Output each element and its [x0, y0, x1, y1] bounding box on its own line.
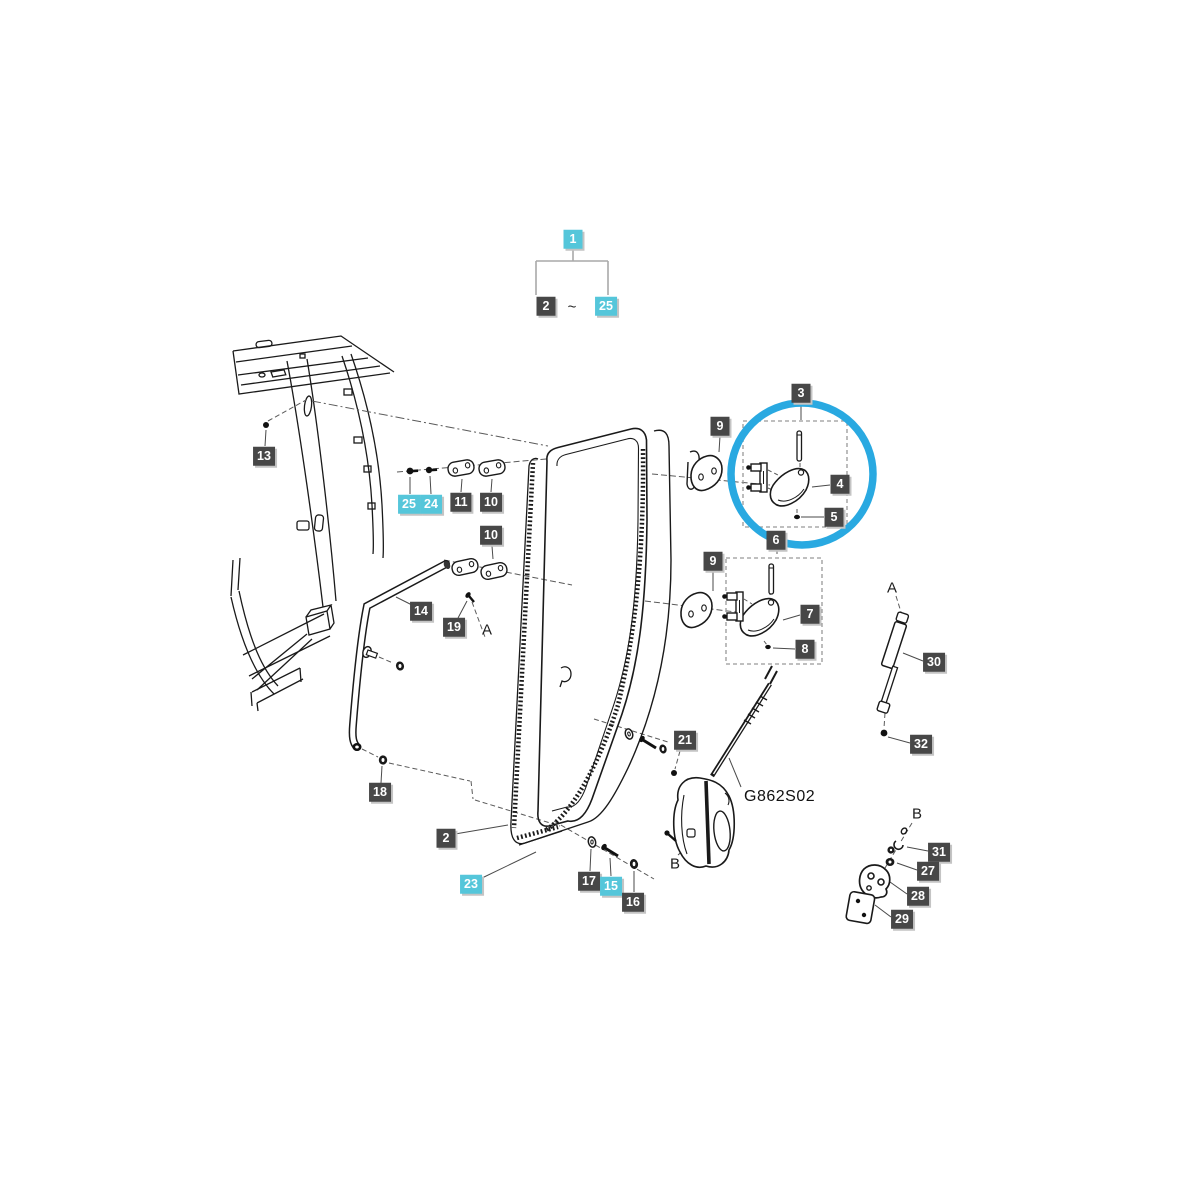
part-label-7: 7: [800, 604, 820, 624]
view-letter-B: B: [669, 855, 681, 873]
part-label-9: 9: [710, 416, 730, 436]
part-label-10: 10: [480, 525, 502, 545]
door-window-frame: [510, 427, 648, 845]
leader-lines: [264, 403, 929, 918]
highlight-circle: [727, 399, 877, 549]
gas-strut: [876, 611, 910, 737]
grab-handle: [348, 560, 451, 765]
part-label-31: 31: [928, 842, 950, 862]
part-label-6: 6: [766, 530, 786, 550]
part-label-32: 32: [910, 734, 932, 754]
part-label-10: 10: [480, 492, 502, 512]
part-label-19: 19: [443, 617, 465, 637]
view-letter-A: A: [481, 621, 493, 639]
part-label-2: 2: [536, 296, 556, 316]
part-label-24: 24: [420, 494, 442, 514]
part-label-27: 27: [917, 861, 939, 881]
frame-screw-13: [263, 422, 269, 428]
cab-frame: [230, 335, 395, 712]
window-crank-fasteners: [624, 728, 677, 776]
gasket-plate-upper: [690, 454, 723, 492]
part-label-16: 16: [622, 892, 644, 912]
part-label-4: 4: [830, 474, 850, 494]
part-label-3: 3: [791, 383, 811, 403]
handle-detail-box-2: [721, 557, 823, 665]
door-bottom-fasteners: [587, 836, 639, 869]
gasket-plate-lower: [680, 591, 713, 629]
part-label-11: 11: [450, 492, 472, 512]
part-label-23: 23: [460, 874, 482, 894]
mounting-plates: [406, 458, 509, 603]
window-guide-rod: [710, 665, 778, 778]
regulator-housing: [664, 776, 736, 868]
part-label-2: 2: [436, 828, 456, 848]
part-label-29: 29: [891, 909, 913, 929]
part-label-13: 13: [253, 446, 275, 466]
part-label-25: 25: [595, 296, 617, 316]
part-label-18: 18: [369, 782, 391, 802]
part-label-1: 1: [563, 229, 583, 249]
view-letter-~: ~: [567, 298, 577, 316]
part-label-5: 5: [824, 507, 844, 527]
part-label-9: 9: [703, 551, 723, 571]
part-label-15: 15: [600, 876, 622, 896]
view-letter-A: A: [886, 579, 898, 597]
part-label-30: 30: [923, 652, 945, 672]
part-label-17: 17: [578, 871, 600, 891]
latch-assembly: [845, 827, 908, 925]
part-label-25: 25: [398, 494, 420, 514]
part-label-8: 8: [795, 639, 815, 659]
part-label-14: 14: [410, 601, 432, 621]
handle-detail-box-1: [742, 420, 848, 528]
diagram-code: G862S02: [744, 788, 815, 805]
hierarchy-tree-lines: [535, 249, 609, 295]
view-letter-B: B: [911, 805, 923, 823]
part-label-28: 28: [907, 886, 929, 906]
part-label-21: 21: [674, 730, 696, 750]
